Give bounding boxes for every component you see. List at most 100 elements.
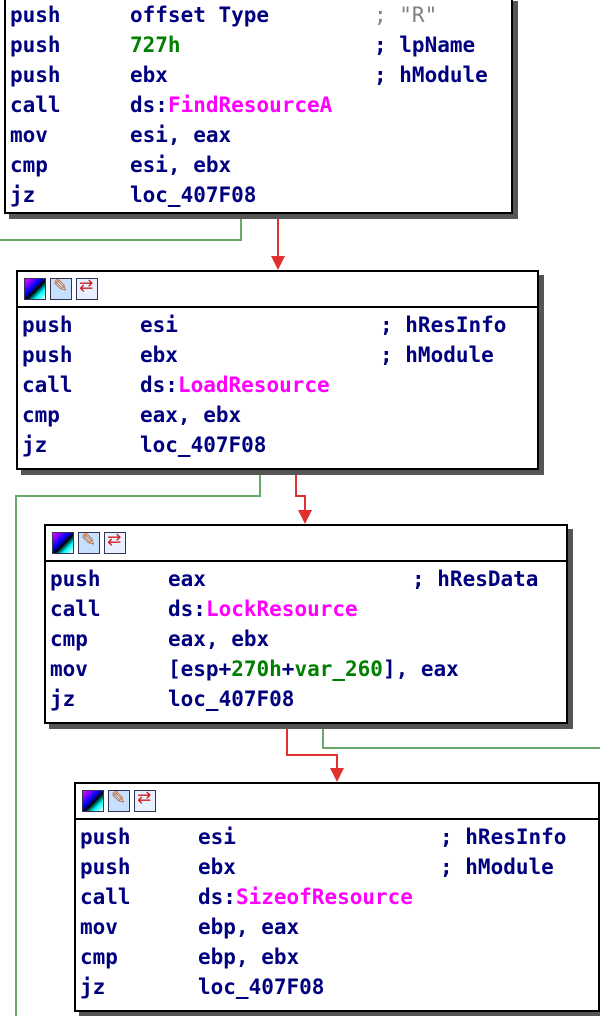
- color-palette-icon[interactable]: [82, 790, 104, 812]
- instruction-line[interactable]: call ds:LockResource: [50, 594, 562, 624]
- comment: ; hModule: [440, 855, 554, 879]
- mnemonic: push: [50, 567, 101, 591]
- comment: ; hResInfo: [440, 825, 567, 849]
- color-palette-icon[interactable]: [24, 278, 46, 300]
- mnemonic: push: [22, 343, 73, 367]
- operand[interactable]: ds:SizeofResource: [198, 885, 413, 909]
- instruction-line[interactable]: mov ebp, eax: [80, 912, 594, 942]
- edit-node-icon[interactable]: [78, 530, 100, 554]
- basic-block-2[interactable]: push esi ; hResInfo push ebx ; hModule call ds:…: [16, 270, 539, 470]
- operand[interactable]: ebx: [140, 343, 178, 367]
- operand[interactable]: esi: [198, 825, 236, 849]
- operand[interactable]: esi: [140, 313, 178, 337]
- instruction-line[interactable]: push ebx ; hModule: [10, 60, 507, 90]
- mnemonic: mov: [50, 657, 88, 681]
- operand[interactable]: ds:FindResourceA: [130, 93, 333, 117]
- instruction-line[interactable]: call ds:SizeofResource: [80, 882, 594, 912]
- instruction-line[interactable]: jz loc_407F08: [80, 972, 594, 1002]
- instruction-line[interactable]: mov esi, eax: [10, 120, 507, 150]
- mnemonic: call: [22, 373, 73, 397]
- operand[interactable]: offset Type: [130, 3, 270, 27]
- instruction-line[interactable]: push ebx ; hModule: [80, 852, 594, 882]
- instruction-line[interactable]: push esi ; hResInfo: [80, 822, 594, 852]
- instruction-line[interactable]: cmp eax, ebx: [50, 624, 562, 654]
- arrowhead-3: [330, 768, 344, 782]
- operand[interactable]: esi, eax: [130, 123, 232, 147]
- block-4-header: [76, 784, 598, 820]
- edge-true-2: [295, 468, 306, 512]
- operand[interactable]: ebp, eax: [198, 915, 300, 939]
- mnemonic: jz: [80, 975, 106, 999]
- instruction-line[interactable]: mov [esp+270h+var_260], eax: [50, 654, 562, 684]
- mnemonic: push: [80, 855, 131, 879]
- mnemonic: jz: [22, 433, 48, 457]
- instruction-line[interactable]: jz loc_407F08: [10, 180, 507, 210]
- block-2-header: [18, 272, 537, 308]
- operand[interactable]: esi, ebx: [130, 153, 232, 177]
- mnemonic: mov: [80, 915, 118, 939]
- instruction-line[interactable]: cmp eax, ebx: [22, 400, 533, 430]
- block-1-code: push offset Type ; "R" push 727h ; lpName push…: [6, 0, 511, 212]
- operand[interactable]: loc_407F08: [140, 433, 267, 457]
- operand[interactable]: ebx: [130, 63, 168, 87]
- mnemonic: push: [80, 825, 131, 849]
- mnemonic: push: [10, 63, 61, 87]
- graph-view-icon[interactable]: [104, 530, 126, 554]
- edge-false-1: [0, 212, 242, 241]
- instruction-line[interactable]: push ebx ; hModule: [22, 340, 533, 370]
- block-2-code: push esi ; hResInfo push ebx ; hModule call ds:…: [18, 308, 537, 462]
- operand[interactable]: eax, ebx: [168, 627, 270, 651]
- instruction-line[interactable]: jz loc_407F08: [22, 430, 533, 460]
- instruction-line[interactable]: push offset Type ; "R": [10, 0, 507, 30]
- edit-node-icon[interactable]: [108, 788, 130, 812]
- graph-view-icon[interactable]: [134, 788, 156, 812]
- operand[interactable]: loc_407F08: [168, 687, 295, 711]
- operand[interactable]: ebx: [198, 855, 236, 879]
- instruction-line[interactable]: call ds:LoadResource: [22, 370, 533, 400]
- operand[interactable]: ebp, ebx: [198, 945, 300, 969]
- operand[interactable]: eax: [168, 567, 206, 591]
- operand[interactable]: ds:LockResource: [168, 597, 358, 621]
- block-3-header: [46, 526, 566, 562]
- color-palette-icon[interactable]: [52, 532, 74, 554]
- mnemonic: jz: [10, 183, 36, 207]
- mnemonic: cmp: [22, 403, 60, 427]
- operand[interactable]: loc_407F08: [198, 975, 325, 999]
- operand[interactable]: [esp+270h+var_260], eax: [168, 657, 459, 681]
- mnemonic: cmp: [50, 627, 88, 651]
- arrowhead-1: [271, 256, 285, 270]
- operand[interactable]: ds:LoadResource: [140, 373, 330, 397]
- edit-node-icon[interactable]: [50, 276, 72, 300]
- edge-true-3: [286, 722, 338, 770]
- block-4-code: push esi ; hResInfo push ebx ; hModule call ds:…: [76, 820, 598, 1004]
- mnemonic: call: [10, 93, 61, 117]
- operand[interactable]: eax, ebx: [140, 403, 242, 427]
- mnemonic: push: [22, 313, 73, 337]
- operand[interactable]: loc_407F08: [130, 183, 257, 207]
- mnemonic: mov: [10, 123, 48, 147]
- mnemonic: push: [10, 3, 61, 27]
- basic-block-1[interactable]: push offset Type ; "R" push 727h ; lpName push…: [4, 0, 513, 214]
- operand[interactable]: 727h: [130, 33, 181, 57]
- comment: ; hModule: [374, 63, 488, 87]
- comment: ; "R": [374, 3, 438, 27]
- instruction-line[interactable]: push esi ; hResInfo: [22, 310, 533, 340]
- basic-block-4[interactable]: push esi ; hResInfo push ebx ; hModule call ds:…: [74, 782, 600, 1012]
- edge-false-2: [15, 468, 261, 1016]
- comment: ; lpName: [374, 33, 476, 57]
- graph-view-icon[interactable]: [76, 276, 98, 300]
- arrowhead-2: [298, 510, 312, 524]
- instruction-line[interactable]: call ds:FindResourceA: [10, 90, 507, 120]
- comment: ; hModule: [380, 343, 494, 367]
- mnemonic: call: [50, 597, 101, 621]
- comment: ; hResInfo: [380, 313, 507, 337]
- mnemonic: call: [80, 885, 131, 909]
